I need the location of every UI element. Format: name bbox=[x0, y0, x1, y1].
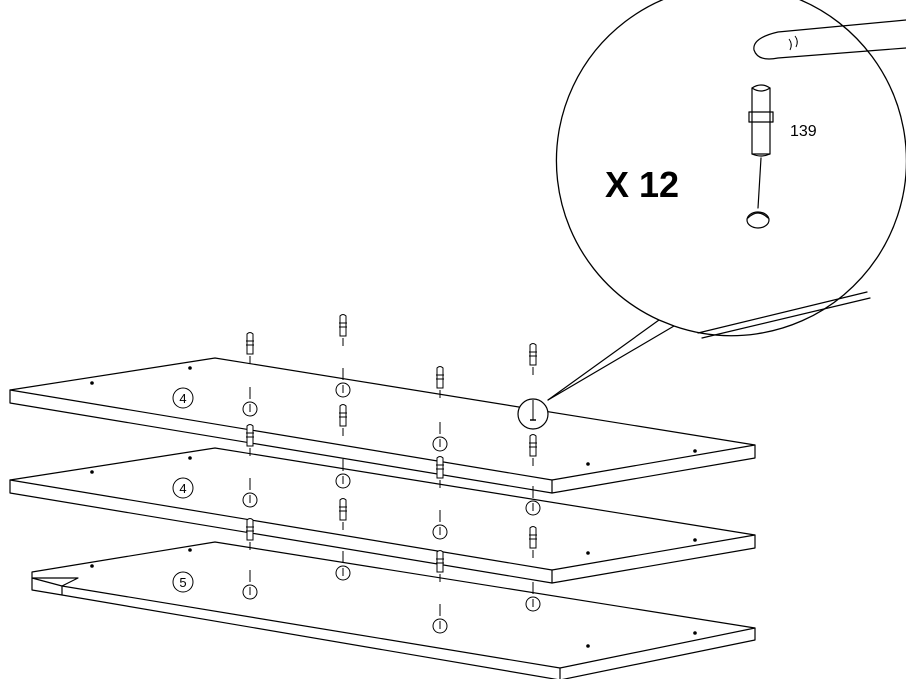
detail-callout: X 12 139 bbox=[547, 0, 906, 401]
dowel-hole-icon bbox=[432, 604, 448, 634]
panel-label: 4 bbox=[179, 481, 186, 496]
panel-label-badge: 4 bbox=[172, 387, 194, 409]
screw-hole bbox=[188, 548, 192, 552]
screw-hole bbox=[693, 538, 697, 542]
part-number-label: 139 bbox=[790, 123, 817, 140]
dowel-icon bbox=[529, 434, 537, 466]
shelf-panel-4-upper: 4 bbox=[9, 357, 756, 494]
dowel-parts bbox=[90, 314, 697, 648]
panel-label: 5 bbox=[179, 575, 186, 590]
dowel-hole-icon bbox=[525, 486, 541, 516]
hand-finger-icon bbox=[753, 19, 906, 60]
screw-hole bbox=[188, 456, 192, 460]
screw-hole bbox=[90, 381, 94, 385]
dowel-icon bbox=[529, 343, 537, 375]
dowel-hole-icon bbox=[432, 510, 448, 540]
dowel-hole-icon bbox=[335, 368, 351, 398]
dowel-hole-icon bbox=[525, 582, 541, 612]
panel-label-badge: 4 bbox=[172, 477, 194, 499]
panel-label-badge: 5 bbox=[172, 571, 194, 593]
screw-hole bbox=[188, 366, 192, 370]
dowel-icon bbox=[529, 526, 537, 558]
dowel-hole-icon bbox=[242, 478, 258, 508]
highlight-circle bbox=[517, 398, 549, 430]
dowel-icon bbox=[436, 456, 444, 488]
dowel-icon bbox=[246, 332, 254, 364]
dowel-icon bbox=[246, 424, 254, 456]
screw-hole bbox=[586, 644, 590, 648]
dowel-icon bbox=[436, 550, 444, 582]
dowel-hole-icon bbox=[242, 570, 258, 600]
wooden-dowel-icon bbox=[748, 84, 774, 157]
screw-hole bbox=[586, 462, 590, 466]
dowel-icon bbox=[436, 366, 444, 398]
dowel-hole-icon bbox=[432, 422, 448, 452]
screw-hole bbox=[90, 564, 94, 568]
dowel-hole-icon bbox=[335, 551, 351, 581]
screw-hole bbox=[693, 631, 697, 635]
panel-label: 4 bbox=[179, 391, 186, 406]
dowel-icon bbox=[339, 314, 347, 346]
dowel-icon bbox=[339, 498, 347, 530]
shelf-panel-5: 5 bbox=[31, 541, 756, 681]
dowel-icon bbox=[246, 518, 254, 550]
dowel-icon bbox=[339, 404, 347, 436]
screw-hole bbox=[90, 470, 94, 474]
screw-hole bbox=[693, 449, 697, 453]
dowel-hole-icon bbox=[335, 459, 351, 489]
dowel-hole-icon bbox=[242, 387, 258, 417]
shelf-panel-4-lower: 4 bbox=[9, 447, 756, 584]
dowel-hole-icon bbox=[746, 211, 770, 229]
quantity-label: X 12 bbox=[605, 164, 679, 205]
screw-hole bbox=[586, 551, 590, 555]
